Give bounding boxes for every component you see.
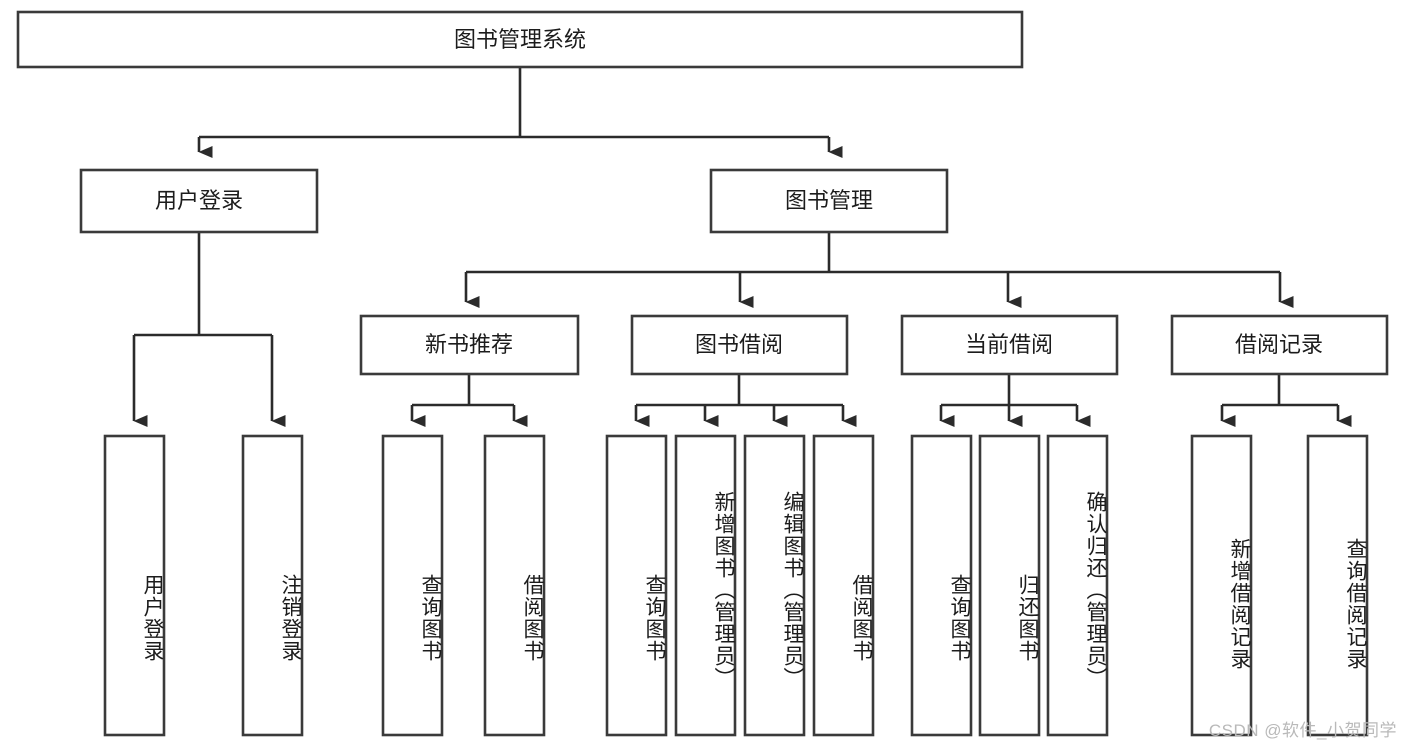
node-box-book-borrow[interactable] bbox=[630, 314, 849, 376]
node-box-new-book-recommend[interactable] bbox=[359, 314, 580, 376]
node-label-book-management: 图书管理 bbox=[785, 188, 873, 213]
node-label-root: 图书管理系统 bbox=[454, 27, 586, 52]
node-layer: 图书管理系统 用户登录 图书管理 新书推荐 图书借阅 当前借阅 借阅记录 bbox=[16, 10, 1389, 737]
node-box-leaf-logout-login[interactable] bbox=[241, 434, 304, 737]
node-box-root[interactable] bbox=[16, 10, 1024, 69]
node-box-user-login[interactable] bbox=[79, 168, 319, 234]
csdn-watermark: CSDN @软件_小贺同学 bbox=[1208, 721, 1397, 740]
node-label-current-borrow: 当前借阅 bbox=[965, 332, 1053, 357]
node-label-user-login: 用户登录 bbox=[155, 188, 243, 213]
node-box-leaf-confirm-return[interactable] bbox=[1046, 434, 1109, 737]
node-box-leaf-user-login[interactable] bbox=[103, 434, 166, 737]
node-box-leaf-add-book[interactable] bbox=[674, 434, 737, 737]
connector-layer bbox=[132, 67, 1352, 427]
node-box-borrow-record[interactable] bbox=[1170, 314, 1389, 376]
node-box-leaf-query-book-3[interactable] bbox=[910, 434, 973, 737]
node-label-borrow-record: 借阅记录 bbox=[1235, 332, 1323, 357]
node-box-leaf-query-record[interactable] bbox=[1306, 434, 1369, 737]
node-box-leaf-borrow-book-2[interactable] bbox=[812, 434, 875, 737]
node-box-leaf-return-book[interactable] bbox=[978, 434, 1041, 737]
node-label-new-book-recommend: 新书推荐 bbox=[425, 332, 513, 357]
node-box-current-borrow[interactable] bbox=[900, 314, 1119, 376]
node-box-book-management[interactable] bbox=[709, 168, 949, 234]
node-label-book-borrow: 图书借阅 bbox=[695, 332, 783, 357]
node-box-leaf-add-record[interactable] bbox=[1190, 434, 1253, 737]
node-box-leaf-query-book-2[interactable] bbox=[605, 434, 668, 737]
node-box-leaf-query-book-1[interactable] bbox=[381, 434, 444, 737]
node-box-leaf-edit-book[interactable] bbox=[743, 434, 806, 737]
node-box-leaf-borrow-book-1[interactable] bbox=[483, 434, 546, 737]
